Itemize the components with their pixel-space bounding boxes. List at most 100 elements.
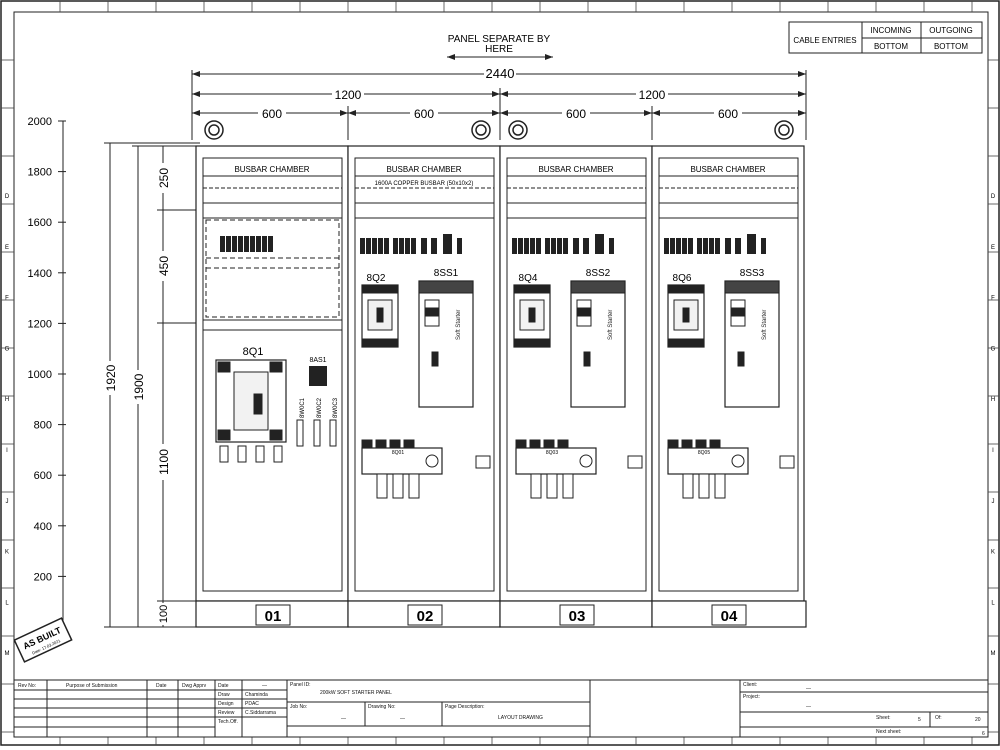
frame-letter: D (991, 194, 996, 200)
dim-aux-height: 450 (157, 256, 171, 276)
scale-label: 1600 (28, 217, 52, 229)
dim-height-overall: 1920 (104, 364, 118, 391)
cable-entries-table: CABLE ENTRIES INCOMING OUTGOING BOTTOM B… (788, 21, 983, 54)
frame-letter: L (991, 600, 995, 606)
busbar-chamber-label: BUSBAR CHAMBER (386, 165, 461, 174)
cable-entries-label: CABLE ENTRIES (793, 36, 856, 45)
next-sheet-label: Next sheet: (876, 729, 901, 735)
main-breaker (215, 359, 287, 463)
panel-id: 200kW SOFT STARTER PANEL (320, 690, 392, 696)
isolator-label: 8Q01 (392, 450, 404, 456)
separate-text-1: PANEL SEPARATE BY (448, 34, 551, 45)
sheet-value: 5 (918, 717, 921, 723)
feeder-breaker (513, 284, 551, 348)
relay-block (627, 455, 643, 469)
as-built-stamp: AS BUILT Date: 17.03.2021 (13, 617, 73, 663)
of-value: 20 (975, 717, 981, 723)
isolator-switch (667, 439, 749, 499)
dwg-apprv-label: Dwg Apprv (182, 683, 207, 689)
panel-number: 01 (265, 608, 282, 625)
panel-number: 04 (721, 608, 738, 625)
busbar-chamber-label: BUSBAR CHAMBER (234, 165, 309, 174)
design-by: PDAC (245, 701, 259, 707)
cable-glands (296, 419, 337, 447)
page-desc: LAYOUT DRAWING (498, 715, 543, 721)
vertical-scale-ticks (58, 120, 66, 577)
dimension-arrowheads (192, 71, 806, 116)
isolator-switch (515, 439, 597, 499)
scale-label: 2000 (28, 116, 52, 128)
feeder-breaker (667, 284, 705, 348)
sheet-label: Sheet: (876, 715, 890, 721)
design-label: Design (218, 701, 234, 707)
dim-busbar-height: 250 (157, 168, 171, 188)
busbar-chamber-label: BUSBAR CHAMBER (538, 165, 613, 174)
dim-total-width: 2440 (486, 66, 515, 81)
title-block-text: Rev No: Purpose of Submission Date Dwg A… (18, 682, 985, 737)
scale-label: 1400 (28, 268, 52, 280)
isolator-label: 8Q05 (698, 450, 710, 456)
scale-label: 1200 (28, 318, 52, 330)
scale-label: 800 (34, 420, 52, 432)
aux-switch (309, 366, 327, 386)
control-devices (360, 234, 462, 254)
review-label: Review (218, 710, 235, 716)
frame-letter: L (5, 600, 9, 606)
feeder-breaker (361, 284, 399, 348)
frame-letter: M (991, 651, 996, 657)
relay-block (475, 455, 491, 469)
aux-label: 8AS1 (309, 357, 326, 364)
frame-letter: I (6, 448, 8, 454)
dim-main-height: 1100 (157, 449, 171, 475)
dim-height-inner: 1900 (132, 373, 146, 400)
svg-text:Soft Starter: Soft Starter (456, 310, 462, 340)
relay-block (779, 455, 795, 469)
soft-starter: Soft Starter (724, 280, 780, 408)
frame-letter: J (6, 499, 9, 505)
project-value: — (806, 704, 811, 710)
isolator-label: 8Q03 (546, 450, 558, 456)
dim-group-1: 1200 (335, 88, 362, 102)
svg-text:Soft Starter: Soft Starter (762, 310, 768, 340)
frame-letter: H (991, 397, 995, 403)
tech-off-label: Tech.Off. (218, 719, 238, 725)
project-label: Project: (743, 694, 760, 700)
breaker-label: 8Q4 (519, 273, 538, 284)
frame-letter: K (991, 550, 995, 556)
breaker-label: 8Q6 (673, 273, 692, 284)
panel-number: 02 (417, 608, 434, 625)
scale-label: 600 (34, 470, 52, 482)
next-sheet-value: 6 (982, 731, 985, 737)
breaker-label: 8Q2 (367, 273, 386, 284)
scale-label: 400 (34, 521, 52, 533)
frame-letter: J (992, 499, 995, 505)
drawing-no: — (400, 716, 405, 722)
frame-letter: I (992, 448, 994, 454)
dim-section-1: 600 (262, 107, 282, 121)
isolator-switch (361, 439, 443, 499)
cable-label-1: 8W0C1 (300, 397, 306, 418)
panel-03: BUSBAR CHAMBER 8Q4 8SS2 Soft Starter (499, 145, 653, 628)
draw-by: Chaminda (245, 692, 268, 698)
panel-02: BUSBAR CHAMBER 1600A COPPER BUSBAR (50x1… (347, 145, 501, 628)
busbar-note: 1600A COPPER BUSBAR (50x10x2) (375, 181, 474, 187)
draw-label: Draw (218, 692, 230, 698)
title-block (13, 679, 989, 738)
scale-label: 1000 (28, 369, 52, 381)
starter-label: 8SS1 (434, 268, 459, 279)
frame-letter: H (5, 397, 9, 403)
cable-label-2: 8W0C2 (317, 397, 323, 418)
frame-letter: M (5, 651, 10, 657)
svg-text:Soft Starter: Soft Starter (608, 310, 614, 340)
separate-arrow-right-head (545, 54, 553, 60)
control-devices (664, 234, 766, 254)
purpose-label: Purpose of Submission (66, 683, 118, 689)
breaker-label: 8Q1 (243, 346, 264, 358)
lifting-eye (471, 120, 491, 140)
soft-starter: Soft Starter (570, 280, 626, 408)
